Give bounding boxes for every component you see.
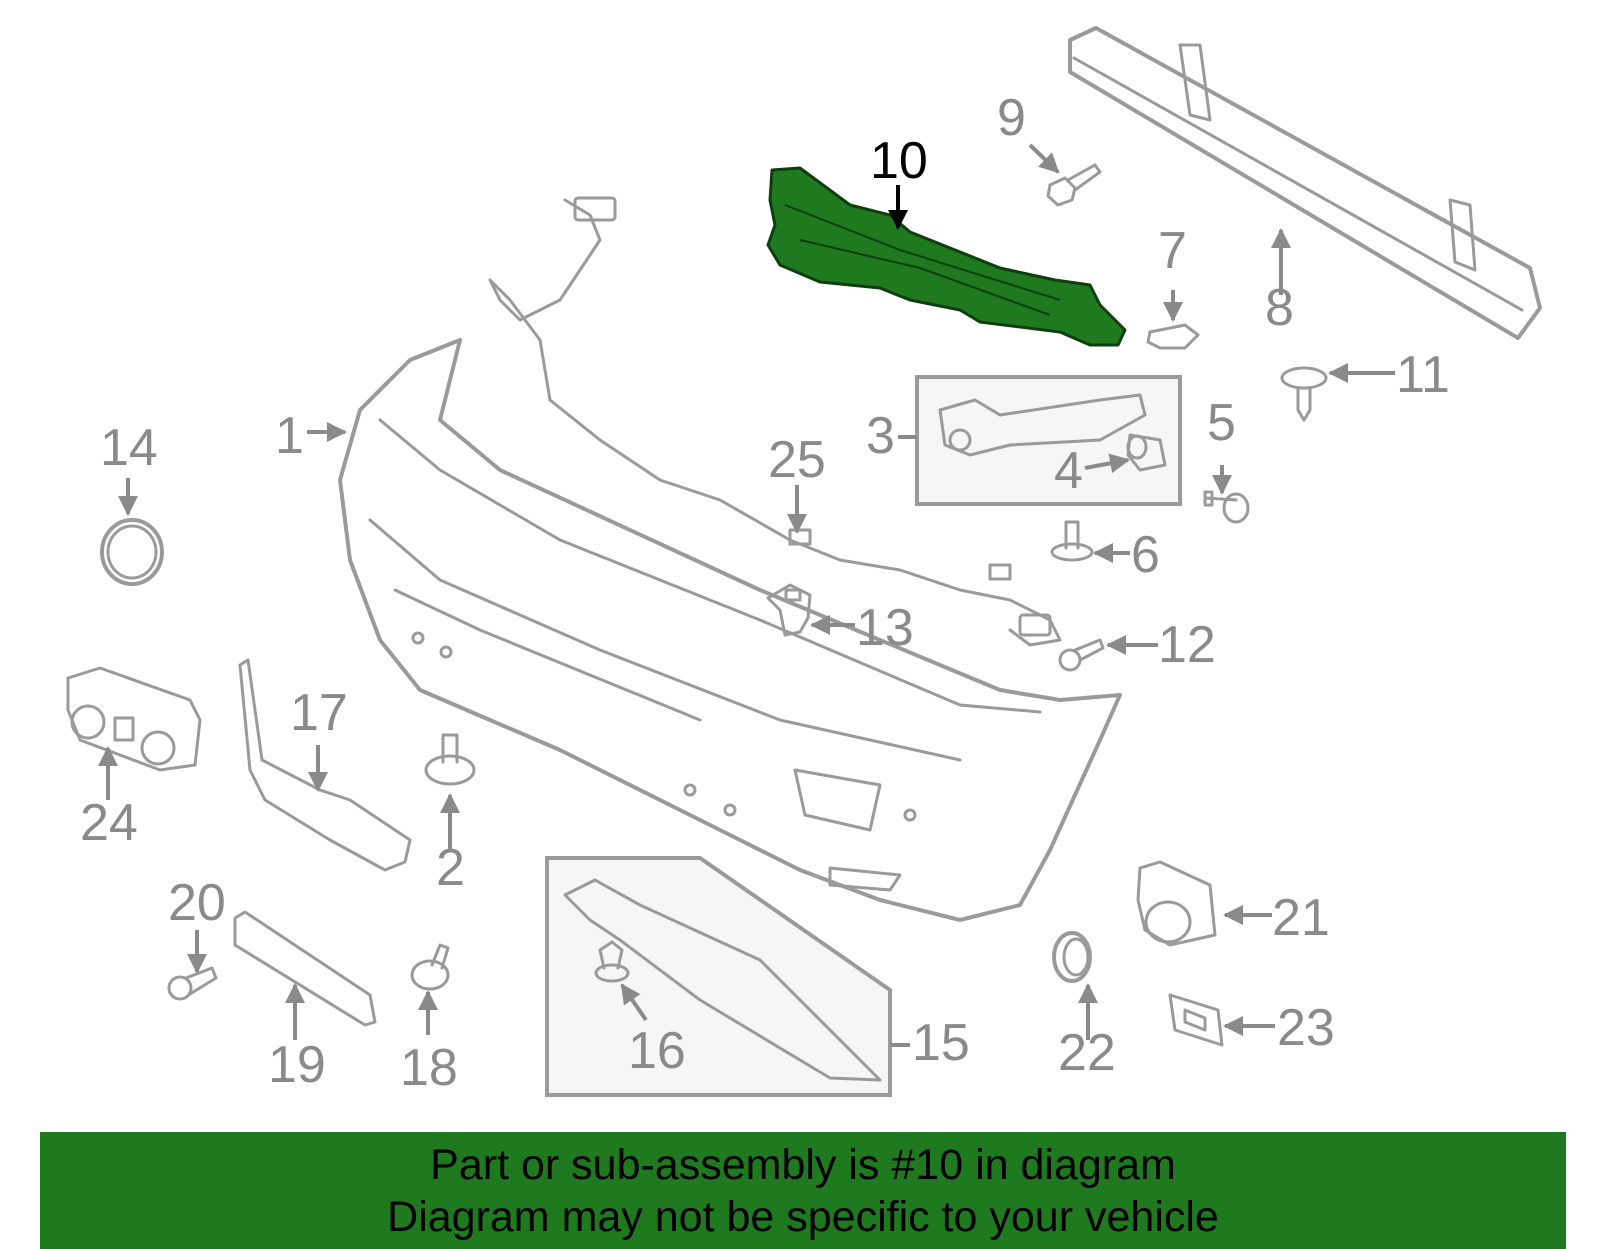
- callout-15: 15: [912, 1014, 970, 1072]
- part-1-bumper-cover: [338, 338, 1122, 922]
- callout-13: 13: [856, 599, 914, 657]
- part-15-box: [545, 856, 892, 1097]
- part-25-wiring-harness: [488, 196, 1062, 647]
- part-5-clip: [1203, 490, 1250, 524]
- part-16-clip: [594, 940, 630, 983]
- callout-1: 1: [275, 407, 304, 465]
- part-18-stud: [410, 943, 450, 991]
- callout-4: 4: [1054, 442, 1083, 500]
- leader-arrows: [98, 143, 1395, 1047]
- callout-7: 7: [1158, 222, 1187, 280]
- banner-line-1: Part or sub-assembly is #10 in diagram: [430, 1140, 1176, 1189]
- callout-11: 11: [1396, 346, 1450, 404]
- part-21-sensor: [1136, 860, 1217, 947]
- part-3-box: [915, 375, 1182, 506]
- part-9-bolt: [1046, 163, 1102, 207]
- part-24-fog-lamp: [66, 666, 202, 772]
- callout-24: 24: [80, 794, 138, 852]
- callout-9: 9: [997, 89, 1026, 147]
- part-6-stud: [1050, 520, 1094, 562]
- callout-8: 8: [1265, 279, 1294, 337]
- callout-2: 2: [436, 839, 465, 897]
- callout-12: 12: [1158, 616, 1216, 674]
- callout-21: 21: [1272, 889, 1330, 947]
- callout-18: 18: [400, 1039, 458, 1097]
- part-4-clip: [1126, 433, 1167, 472]
- callout-14: 14: [100, 419, 158, 477]
- callout-6: 6: [1131, 526, 1160, 584]
- info-banner: Part or sub-assembly is #10 in diagram D…: [40, 1132, 1566, 1249]
- callout-3: 3: [866, 407, 895, 465]
- part-14-seal-ring: [100, 518, 164, 586]
- part-15-deflector: [563, 878, 882, 1082]
- part-22-grommet: [1052, 931, 1092, 983]
- part-20-bolt: [167, 966, 218, 1001]
- callout-25: 25: [768, 431, 826, 489]
- callout-23: 23: [1277, 999, 1335, 1057]
- callout-10: 10: [870, 132, 928, 190]
- callout-19: 19: [268, 1036, 326, 1094]
- part-12-bolt: [1058, 638, 1105, 672]
- callout-20: 20: [168, 874, 226, 932]
- callout-17: 17: [290, 684, 348, 742]
- part-23-bracket: [1168, 993, 1224, 1047]
- callout-5: 5: [1207, 394, 1236, 452]
- part-11-push-pin: [1280, 366, 1328, 422]
- banner-line-2: Diagram may not be specific to your vehi…: [387, 1192, 1219, 1241]
- part-7-clip: [1146, 323, 1200, 350]
- callout-16: 16: [628, 1022, 686, 1080]
- part-19-plate: [233, 910, 377, 1027]
- part-2-stud: [424, 733, 476, 786]
- part-10-bumper-bracket: [766, 166, 1127, 347]
- part-13-retainer: [766, 583, 812, 637]
- part-17-trim-strip: [238, 658, 412, 872]
- part-3-bracket: [938, 393, 1147, 457]
- callout-labels: 1 2 3 4 5 6 7 8 9 10 11 12 13 14 15 16 1…: [80, 89, 1450, 1097]
- part-8-reinforcement-beam: [1068, 26, 1542, 340]
- callout-22: 22: [1058, 1024, 1116, 1082]
